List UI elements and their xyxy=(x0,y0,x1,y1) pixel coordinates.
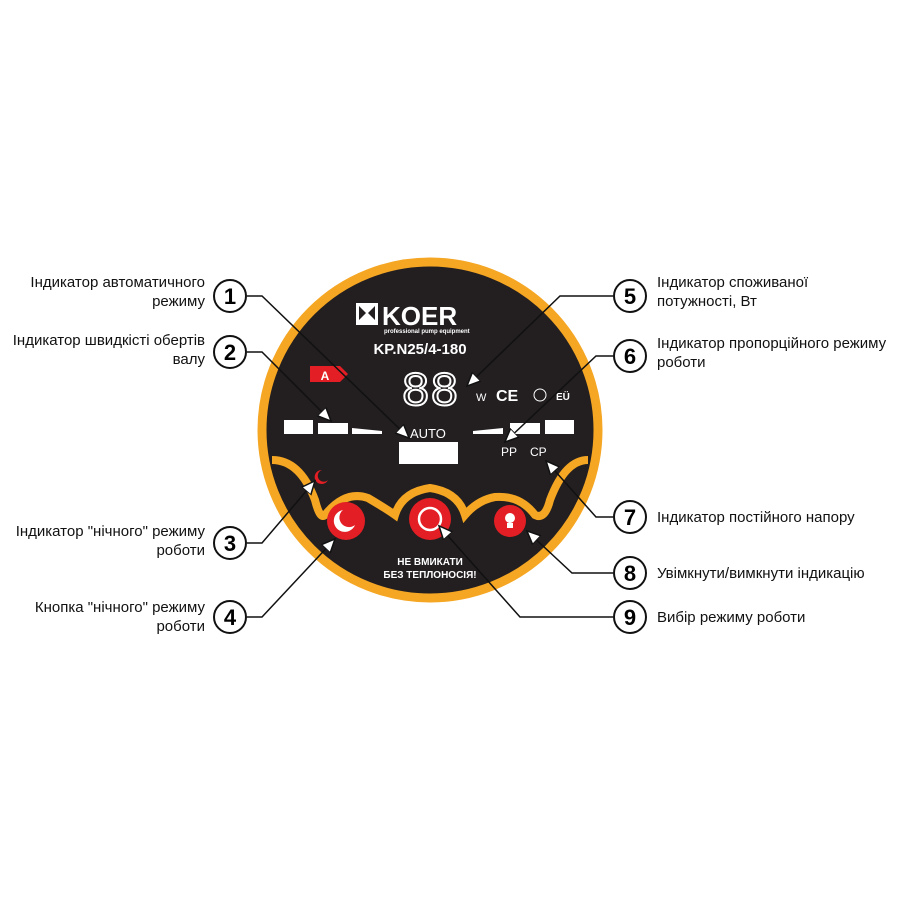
callout-number-3: 3 xyxy=(213,526,247,560)
svg-text:KOER: KOER xyxy=(382,301,457,331)
callout-4-label: Кнопка "нічного" режиму роботи xyxy=(34,599,205,635)
callout-number-2: 2 xyxy=(213,335,247,369)
callout-number-4: 4 xyxy=(213,600,247,634)
svg-text:4: 4 xyxy=(224,605,237,630)
callout-9-label: Вибір режиму роботи xyxy=(657,609,806,626)
svg-text:7: 7 xyxy=(624,505,636,530)
callout-8-label: Увімкнути/вимкнути індикацію xyxy=(657,565,865,582)
callout-number-8: 8 xyxy=(613,556,647,590)
callout-number-9: 9 xyxy=(613,600,647,634)
svg-text:2: 2 xyxy=(224,340,236,365)
night-indicator-icon xyxy=(314,469,328,484)
callout-3-label: Індикатор "нічного" режиму роботи xyxy=(15,523,205,559)
callout-numbers: 1 2 3 4 5 6 7 8 9 xyxy=(213,279,647,634)
callout-2-label: Індикатор швидкісті обертів валу xyxy=(12,332,205,368)
koer-logo: KOER professional pump equipment xyxy=(356,301,470,335)
power-display: 88 xyxy=(401,366,459,420)
callout-number-7: 7 xyxy=(613,500,647,534)
svg-text:8: 8 xyxy=(624,561,636,586)
callout-7-label: Індикатор постійного напору xyxy=(657,509,855,526)
cp-label: CP xyxy=(530,445,547,459)
button-zone-outline xyxy=(271,456,589,524)
ce-mark: CE xyxy=(496,388,519,405)
warning-line-2: БЕЗ ТЕПЛОНОСІЯ! xyxy=(383,570,476,581)
cycle-icon xyxy=(417,506,443,532)
mode-select-button[interactable] xyxy=(409,498,451,540)
bulb-icon xyxy=(505,513,515,523)
cert-icon xyxy=(533,388,547,402)
svg-text:3: 3 xyxy=(224,531,236,556)
callout-number-6: 6 xyxy=(613,339,647,373)
svg-text:1: 1 xyxy=(224,284,236,309)
svg-text:professional pump equipment: professional pump equipment xyxy=(384,329,470,335)
callout-1-label: Індикатор автоматичного режиму xyxy=(30,274,205,310)
callout-6-label: Індикатор пропорційного режиму роботи xyxy=(657,335,887,371)
svg-text:9: 9 xyxy=(624,605,636,630)
callout-5-label: Індикатор споживаної потужності, Вт xyxy=(657,274,809,310)
watt-unit: W xyxy=(476,392,487,404)
eu-mark: EÜ xyxy=(556,390,570,403)
callout-number-5: 5 xyxy=(613,279,647,313)
svg-text:A: A xyxy=(321,369,330,383)
moon-icon xyxy=(333,510,355,532)
auto-indicator xyxy=(399,442,458,464)
pp-label: PP xyxy=(501,445,517,459)
auto-label: AUTO xyxy=(410,426,446,441)
speed-indicator-right xyxy=(473,420,574,434)
leader-lines xyxy=(247,295,613,618)
svg-text:5: 5 xyxy=(624,284,636,309)
warning-line-1: НЕ ВМИКАТИ xyxy=(397,557,463,568)
night-mode-button[interactable] xyxy=(327,502,365,540)
callout-number-1: 1 xyxy=(213,279,247,313)
model-label: KP.N25/4-180 xyxy=(373,341,466,358)
display-toggle-button[interactable] xyxy=(494,505,526,537)
svg-text:6: 6 xyxy=(624,344,636,369)
speed-indicator-left xyxy=(284,420,382,434)
